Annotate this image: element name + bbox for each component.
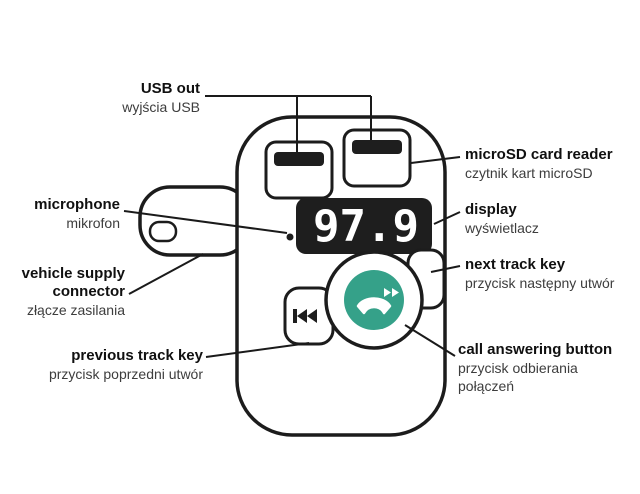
- label-usb-out-pl: wyjścia USB: [122, 99, 200, 115]
- previous-track-icon: [293, 309, 317, 323]
- label-previous-track-en: previous track key: [71, 347, 203, 364]
- usb-port-right: [342, 128, 412, 188]
- label-display: display wyświetlacz: [465, 201, 637, 237]
- call-answering-leader-line: [404, 324, 456, 357]
- label-microphone: microphone mikrofon: [0, 196, 120, 232]
- label-usb-out-en: USB out: [140, 80, 200, 97]
- label-microphone-pl: mikrofon: [66, 215, 120, 231]
- label-vehicle-supply: vehicle supply connector złącze zasilani…: [10, 265, 125, 319]
- display-screen: [296, 198, 432, 254]
- vehicle-supply-leader-line: [128, 253, 204, 295]
- label-vehicle-supply-pl: złącze zasilania: [26, 302, 125, 318]
- display-value: 97.9: [313, 201, 419, 252]
- usb-port-left: [264, 140, 334, 200]
- label-microsd: microSD card reader czytnik kart microSD: [465, 146, 637, 182]
- usb-port-left-tongue: [274, 152, 324, 166]
- label-vehicle-supply-en: vehicle supply connector: [21, 265, 125, 300]
- microphone-hole: [286, 233, 294, 241]
- label-call-answering-pl: przycisk odbierania połączeń: [458, 360, 578, 394]
- label-next-track-en: next track key: [465, 256, 566, 273]
- label-next-track: next track key przycisk następny utwór: [465, 256, 637, 292]
- display-leader-line: [433, 211, 461, 225]
- label-call-answering-en: call answering button: [458, 341, 613, 358]
- label-microsd-pl: czytnik kart microSD: [465, 165, 593, 181]
- label-previous-track-pl: przycisk poprzedni utwór: [48, 366, 203, 382]
- label-microsd-en: microSD card reader: [465, 146, 613, 163]
- label-display-pl: wyświetlacz: [465, 220, 539, 236]
- usb-port-right-tongue: [352, 140, 402, 154]
- next-track-leader-line: [430, 265, 461, 273]
- phone-handset-icon: [356, 288, 399, 315]
- label-next-track-pl: przycisk następny utwór: [465, 275, 615, 291]
- label-microphone-en: microphone: [34, 196, 120, 213]
- usb-out-leader-line: [205, 95, 372, 152]
- microsd-leader-line: [410, 156, 461, 164]
- previous-track-leader-line: [205, 342, 310, 358]
- label-previous-track: previous track key przycisk poprzedni ut…: [20, 347, 203, 383]
- leader-lines: [123, 95, 461, 358]
- label-usb-out: USB out wyjścia USB: [40, 80, 200, 116]
- microphone-leader-line: [123, 210, 288, 234]
- label-call-answering: call answering button przycisk odbierani…: [458, 341, 633, 395]
- vehicle-plug-contact: [148, 220, 178, 243]
- label-display-en: display: [465, 201, 517, 218]
